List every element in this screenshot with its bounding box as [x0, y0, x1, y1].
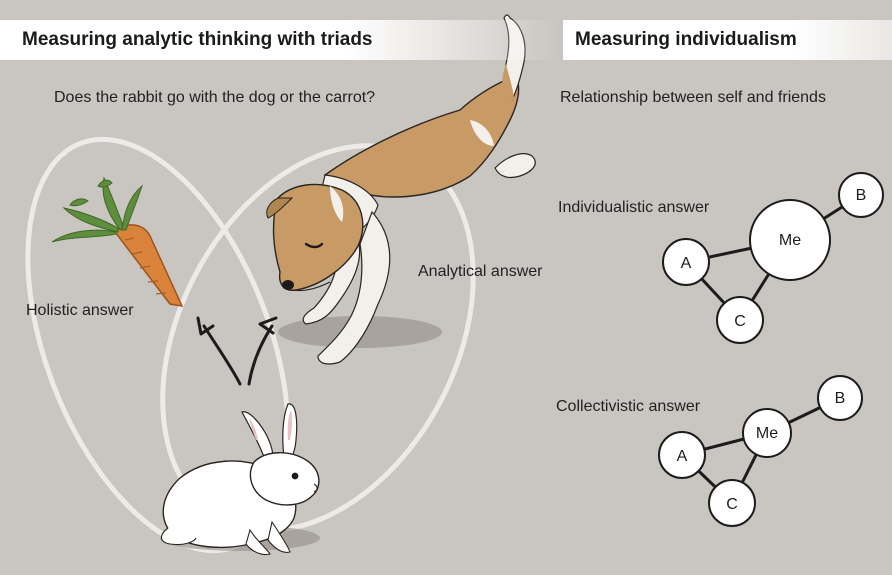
individualistic-node-c-label: C: [734, 313, 746, 330]
rabbit-icon: [160, 403, 320, 556]
individualistic-node-c: [716, 296, 764, 344]
collectivistic-node-b: [817, 375, 863, 421]
individualism-title: Measuring individualism: [563, 20, 892, 60]
choice-arrows: [196, 316, 278, 386]
triad-question: Does the rabbit go with the dog or the c…: [54, 89, 376, 106]
collectivistic-answer-label: Collectivistic answer: [556, 398, 701, 415]
individualistic-node-a-label: A: [681, 255, 692, 272]
individualistic-network: Me B A C: [662, 172, 884, 344]
collectivistic-node-a-label: A: [677, 448, 688, 465]
carrot-icon: [51, 176, 184, 307]
collectivistic-node-c-label: C: [726, 496, 738, 513]
collectivistic-node-a: [658, 431, 706, 479]
collectivistic-node-me-label: Me: [756, 425, 778, 442]
individualism-subtitle: Relationship between self and friends: [560, 89, 826, 106]
collectivistic-network: Me B A C: [658, 375, 863, 527]
individualistic-node-b-label: B: [856, 187, 867, 204]
analytical-answer-label: Analytical answer: [418, 263, 543, 280]
collectivistic-node-me: [742, 408, 792, 458]
holistic-answer-label: Holistic answer: [26, 302, 134, 319]
individualistic-node-a: [662, 238, 710, 286]
individualistic-node-b: [838, 172, 884, 218]
dog-icon: [266, 14, 536, 365]
collectivistic-node-b-label: B: [835, 390, 846, 407]
individualistic-node-me: [749, 199, 831, 281]
analytic-thinking-title: Measuring analytic thinking with triads: [0, 20, 560, 60]
arrow-to-carrot: [202, 324, 242, 386]
individualistic-answer-label: Individualistic answer: [558, 199, 710, 216]
individualistic-node-me-label: Me: [779, 232, 801, 249]
collectivistic-node-c: [708, 479, 756, 527]
arrow-to-dog: [247, 324, 274, 386]
